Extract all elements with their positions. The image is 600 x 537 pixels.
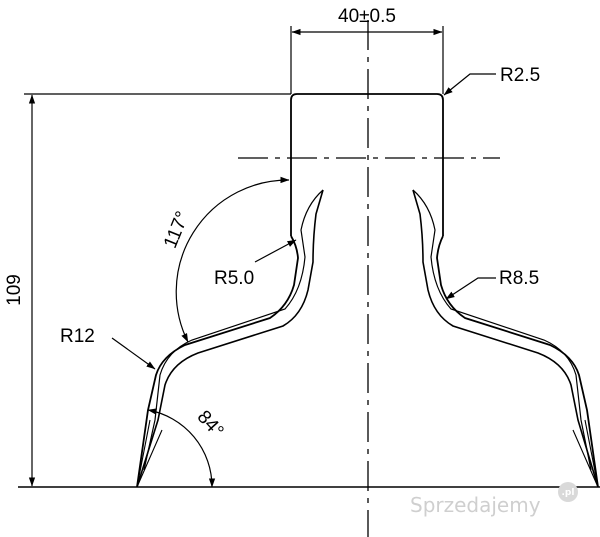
radius-inner-left-label: R5.0 — [214, 268, 254, 289]
watermark: Sprzedajemy .pl — [410, 482, 578, 517]
leader-radius-lower-left — [111, 337, 156, 370]
right-skirt-edge — [412, 189, 592, 471]
top-width-label: 40±0.5 — [338, 6, 396, 27]
angle-arc-upper — [175, 176, 290, 343]
radius-lower-left-label: R12 — [60, 326, 95, 347]
radius-right-label: R8.5 — [499, 268, 539, 289]
right-skirt-inner — [412, 189, 599, 488]
right-tip-lines — [572, 419, 599, 488]
watermark-badge-text: .pl — [562, 488, 575, 498]
leader-radius-right — [445, 277, 496, 300]
top-collar-outline — [290, 93, 444, 236]
watermark-text: Sprzedajemy — [410, 493, 541, 517]
leader-radius-top — [443, 73, 496, 96]
right-skirt-outer — [436, 235, 599, 488]
angle-arc-lower — [147, 408, 216, 488]
watermark-badge-icon — [558, 482, 578, 502]
left-skirt-inner — [136, 189, 324, 488]
angle-upper-label: 117° — [160, 208, 194, 251]
leader-radius-inner-left — [254, 239, 297, 263]
radius-top-label: R2.5 — [500, 65, 540, 86]
angle-lower-label: 84° — [193, 407, 228, 442]
left-skirt-edge — [143, 189, 324, 471]
height-label: 109 — [4, 274, 25, 306]
